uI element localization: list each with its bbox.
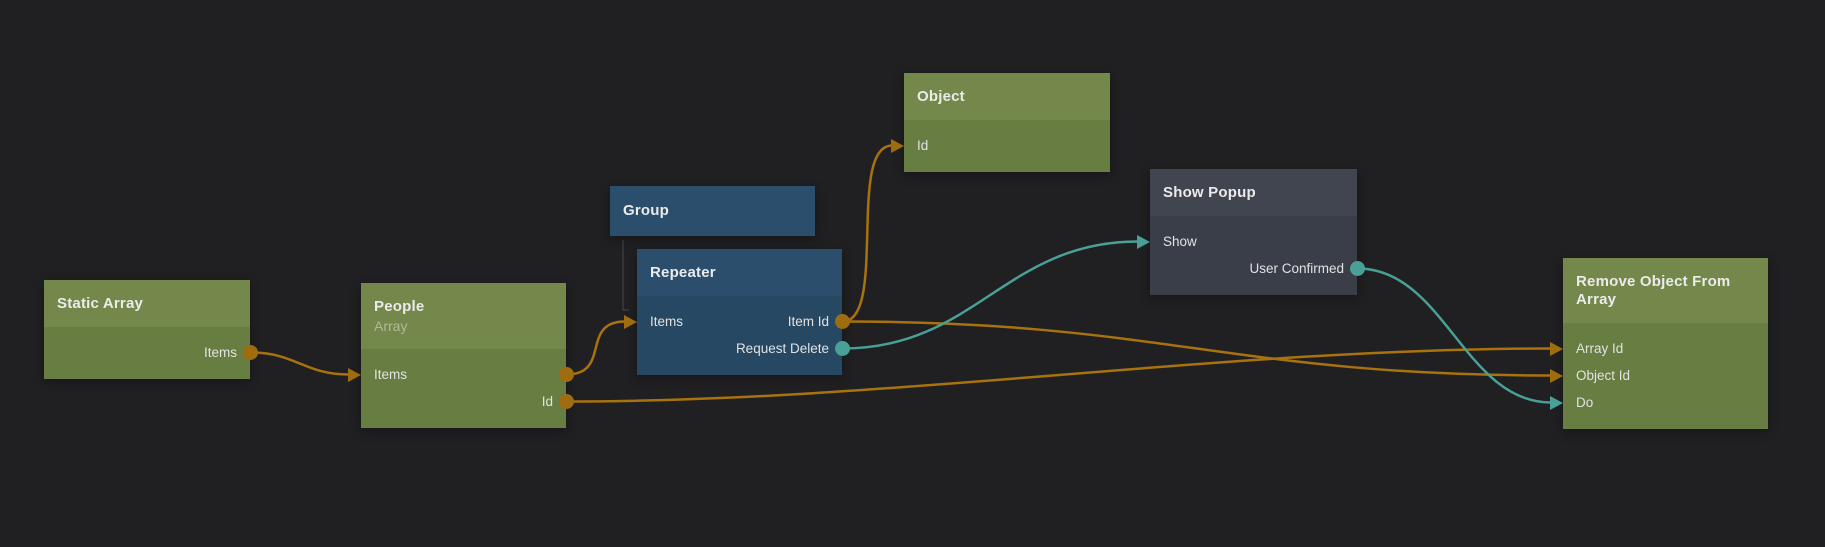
wire-data[interactable] bbox=[842, 144, 893, 323]
port-label: Array Id bbox=[1576, 341, 1624, 356]
node-header: Static Array bbox=[44, 280, 250, 327]
output-port-dot[interactable] bbox=[1350, 261, 1365, 276]
node-title: People bbox=[374, 298, 425, 315]
port-label: Items bbox=[650, 314, 684, 329]
node-title: Show Popup bbox=[1163, 184, 1256, 201]
output-port-dot[interactable] bbox=[559, 367, 574, 382]
output-port-dot[interactable] bbox=[835, 314, 850, 329]
node-group[interactable]: Group bbox=[610, 186, 815, 236]
node-body: Array Id Object Id Do bbox=[1550, 323, 1768, 429]
input-port-arrow-icon[interactable] bbox=[624, 314, 637, 329]
node-title: Object bbox=[917, 88, 965, 105]
input-port-arrow-icon[interactable] bbox=[1550, 368, 1563, 383]
input-port-arrow-icon[interactable] bbox=[1137, 234, 1150, 249]
port-label: Item Id bbox=[787, 314, 829, 329]
node-title: Remove Object From Array bbox=[1576, 273, 1731, 308]
node-remove-object-from-array[interactable]: Remove Object From Array Array Id Object… bbox=[1550, 258, 1768, 429]
port-row-items: Items bbox=[348, 361, 574, 388]
hierarchy-connector bbox=[622, 240, 629, 311]
node-body: Items bbox=[44, 327, 258, 379]
node-object[interactable]: Object Id bbox=[891, 73, 1110, 172]
input-port-arrow-icon[interactable] bbox=[1550, 395, 1563, 410]
port-row-items-itemid: Items Item Id bbox=[624, 308, 850, 335]
port-row-object-id: Object Id bbox=[1550, 362, 1768, 389]
port-label: Items bbox=[203, 345, 237, 360]
node-header: Object bbox=[904, 73, 1110, 120]
node-subtitle: Array bbox=[374, 318, 408, 334]
wire-signal[interactable] bbox=[1357, 267, 1552, 404]
node-header: Show Popup bbox=[1150, 169, 1357, 216]
wire-data[interactable] bbox=[250, 351, 350, 376]
input-port-arrow-icon[interactable] bbox=[891, 138, 904, 153]
input-port-arrow-icon[interactable] bbox=[348, 367, 361, 382]
port-label: Show bbox=[1163, 234, 1197, 249]
output-port-dot[interactable] bbox=[243, 345, 258, 360]
port-row-request-delete: Request Delete bbox=[637, 335, 850, 362]
node-body: Show User Confirmed bbox=[1137, 216, 1365, 295]
port-row-id: Id bbox=[891, 132, 1110, 159]
wire-signal[interactable] bbox=[842, 240, 1139, 350]
node-body: Items Item Id Request Delete bbox=[624, 296, 850, 375]
port-label: Items bbox=[374, 367, 408, 382]
node-people[interactable]: People Array Items Id bbox=[348, 283, 574, 428]
node-static-array[interactable]: Static Array Items bbox=[44, 280, 258, 379]
wire-data[interactable] bbox=[566, 347, 1552, 403]
port-row-show: Show bbox=[1137, 228, 1357, 255]
node-header: Remove Object From Array bbox=[1563, 258, 1768, 323]
port-label: Request Delete bbox=[735, 341, 829, 356]
input-port-arrow-icon[interactable] bbox=[1550, 341, 1563, 356]
node-title: Static Array bbox=[57, 295, 144, 312]
port-label: Id bbox=[917, 138, 929, 153]
node-title: Group bbox=[623, 202, 669, 219]
node-body: Items Id bbox=[348, 349, 574, 428]
port-row-do: Do bbox=[1550, 389, 1768, 416]
wire-data[interactable] bbox=[566, 320, 626, 376]
node-title: Repeater bbox=[650, 264, 716, 281]
node-header: People Array bbox=[361, 283, 566, 349]
node-body: Id bbox=[891, 120, 1110, 172]
port-row-user-confirmed: User Confirmed bbox=[1150, 255, 1365, 282]
output-port-dot[interactable] bbox=[559, 394, 574, 409]
port-label: Do bbox=[1576, 395, 1594, 410]
port-row-array-id: Array Id bbox=[1550, 335, 1768, 362]
port-row-items: Items bbox=[44, 339, 258, 366]
node-header: Repeater bbox=[637, 249, 842, 296]
node-show-popup[interactable]: Show Popup Show User Confirmed bbox=[1137, 169, 1365, 295]
port-label: User Confirmed bbox=[1249, 261, 1344, 276]
wire-data[interactable] bbox=[842, 320, 1552, 377]
output-port-dot[interactable] bbox=[835, 341, 850, 356]
port-label: Object Id bbox=[1576, 368, 1631, 383]
port-row-id: Id bbox=[361, 388, 574, 415]
port-label: Id bbox=[541, 394, 553, 409]
node-repeater[interactable]: Repeater Items Item Id Request Delete bbox=[624, 249, 850, 375]
